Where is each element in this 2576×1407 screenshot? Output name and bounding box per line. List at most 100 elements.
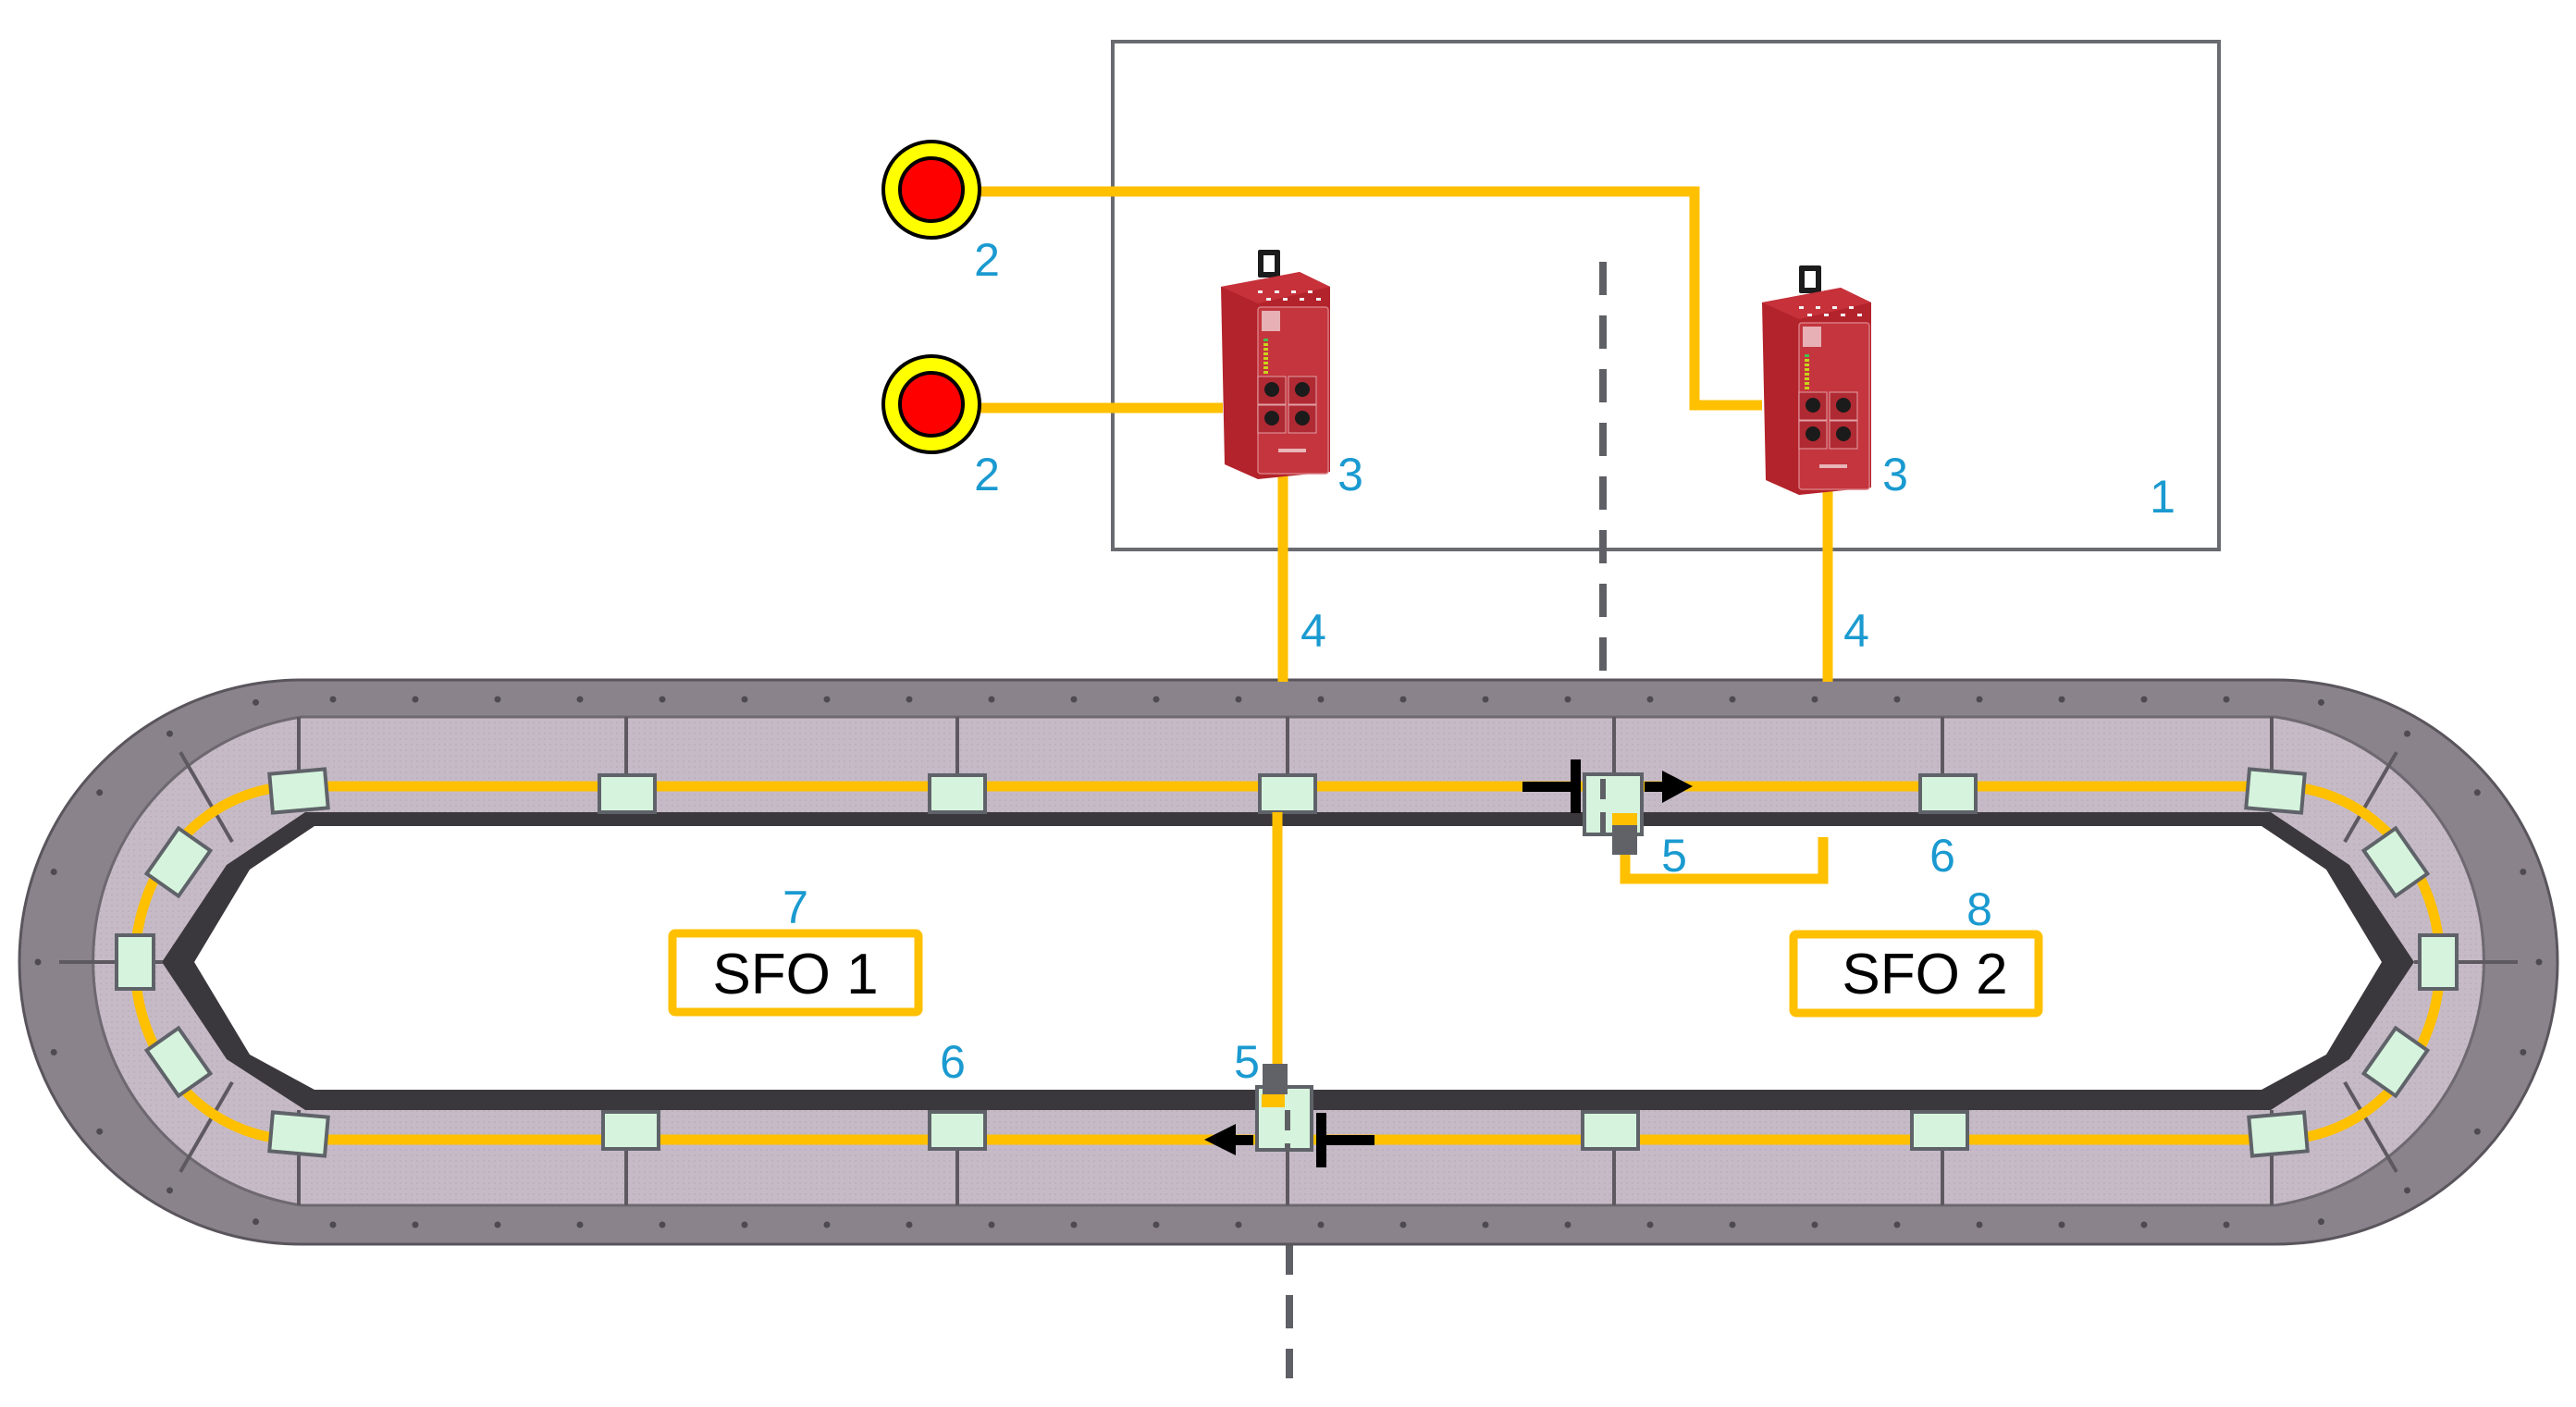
terminal (1816, 306, 1820, 309)
qr-code (1803, 327, 1821, 347)
zone-sfo-2[interactable]: SFO 2 (1789, 930, 2043, 1018)
frame-bolt (34, 958, 42, 966)
brand-label (1819, 464, 1847, 468)
callout-shuttle-top: 5 (1661, 830, 1687, 882)
mover-marker (1581, 1110, 1640, 1151)
zone-box (1789, 930, 2043, 1018)
frame-bolt (412, 1221, 419, 1228)
status-led (1805, 354, 1809, 357)
cable-estop-top-to-module-right (971, 186, 1762, 411)
mover-marker (1918, 773, 1978, 814)
emergency-stop-top[interactable] (881, 140, 981, 240)
frame-bolt (96, 789, 104, 796)
frame-bolt (2473, 1128, 2481, 1135)
mover-marker (1258, 773, 1317, 814)
frame-bolt (1399, 1221, 1407, 1228)
terminal (1807, 314, 1812, 316)
shuttle-bottom (1204, 1064, 1374, 1167)
frame-bolt (412, 696, 419, 703)
status-led (1805, 377, 1809, 380)
frame-bolt (2317, 698, 2324, 706)
status-led (1263, 357, 1268, 360)
arrow-right-icon (1645, 771, 1693, 803)
callout-zone-1: 7 (783, 882, 808, 933)
terminal (1308, 290, 1313, 293)
rotary-switch (1806, 426, 1820, 441)
terminal (1291, 290, 1296, 293)
terminal (1258, 290, 1263, 293)
frame-bolt (659, 696, 666, 703)
terminal (1849, 306, 1854, 309)
frame-bolt (1482, 1221, 1489, 1228)
status-led (1263, 348, 1268, 351)
status-led (1263, 371, 1268, 374)
frame-bolt (1070, 1221, 1078, 1228)
frame-bolt (1399, 696, 1407, 703)
frame-bolt (1564, 696, 1571, 703)
safety-module-right (1762, 265, 1871, 495)
frame-bolt (1976, 1221, 1983, 1228)
status-led (1263, 339, 1268, 341)
arrow-left-icon (1204, 1124, 1253, 1155)
frame-bolt (1317, 696, 1325, 703)
frame-bolt (1235, 1221, 1242, 1228)
mover-marker (601, 1110, 660, 1151)
frame-bolt (576, 1221, 584, 1228)
frame-bolt (741, 1221, 748, 1228)
frame-bolt (1317, 1221, 1325, 1228)
status-led (1263, 366, 1268, 369)
callout-estop-top: 2 (974, 234, 1000, 286)
mover-marker (2247, 1110, 2310, 1158)
frame-bolt (988, 696, 995, 703)
frame-bolt (906, 1221, 913, 1228)
rotary-switch (1806, 398, 1820, 413)
terminal (1857, 314, 1862, 316)
frame-bolt (2223, 1221, 2230, 1228)
emergency-stop-bottom[interactable] (881, 354, 981, 454)
mover-marker (267, 1110, 330, 1158)
mover-marker (1910, 1110, 1969, 1151)
qr-code (1262, 311, 1280, 331)
frame-bolt (2140, 1221, 2148, 1228)
frame-bolt (1070, 696, 1078, 703)
segment-divider (2343, 1080, 2398, 1173)
estop-button (898, 371, 965, 438)
brand-label (1278, 449, 1306, 452)
mover-marker (2360, 825, 2431, 899)
frame-bolt (329, 696, 337, 703)
callout-zone-2: 8 (1966, 883, 1992, 935)
frame-bolt (1976, 696, 1983, 703)
terminal (1832, 306, 1837, 309)
frame-bolt (1893, 1221, 1901, 1228)
frame-bolt (2404, 730, 2410, 737)
frame-bolt (2473, 789, 2481, 796)
zone-label: SFO 1 (712, 943, 878, 1006)
frame-bolt (823, 696, 831, 703)
terminal (1841, 314, 1845, 316)
transport-track (18, 678, 2559, 1246)
status-led (1263, 362, 1268, 364)
callout-estop-bottom: 2 (974, 449, 1000, 500)
frame-bolt (1152, 696, 1160, 703)
frame-bolt (1729, 1221, 1736, 1228)
estop-button (898, 156, 965, 223)
rotary-switch (1836, 426, 1851, 441)
callout-segment-right: 6 (1929, 830, 1955, 882)
stop-marker-icon (1522, 759, 1581, 813)
rotary-switch (1295, 382, 1310, 397)
frame-bolt (329, 1221, 337, 1228)
stop-marker-icon (1316, 1113, 1374, 1167)
safety-cables (971, 186, 1833, 1066)
status-led (1805, 364, 1809, 366)
frame-bolt (2404, 1187, 2410, 1194)
frame-bolt (576, 696, 584, 703)
rotary-switch (1295, 411, 1310, 426)
frame-bolt (2520, 869, 2527, 876)
mover-marker (143, 825, 214, 899)
zone-sfo-1[interactable]: SFO 1 (668, 929, 923, 1017)
frame-bolt (1893, 696, 1901, 703)
frame-bolt (96, 1128, 104, 1135)
mover-marker (598, 773, 657, 814)
track-inner-opening (194, 826, 2382, 1090)
